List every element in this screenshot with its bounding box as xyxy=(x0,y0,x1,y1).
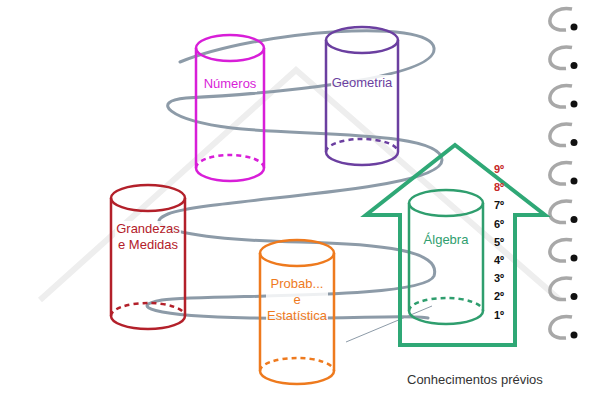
ring-ball xyxy=(571,139,578,146)
ring-arc xyxy=(550,8,572,30)
binding-ring xyxy=(550,124,578,146)
ring-arc xyxy=(550,124,572,146)
cylinder-bottom-back xyxy=(326,139,398,152)
ring-ball xyxy=(571,62,578,69)
ring-ball xyxy=(571,101,578,108)
grade-number: 6º xyxy=(494,218,504,231)
cylinder-bottom-back xyxy=(260,358,334,371)
cylinder-bottom-front xyxy=(260,371,334,384)
cylinder-bottom-front xyxy=(326,152,398,165)
grade-number: 5º xyxy=(494,236,504,249)
binding-ring xyxy=(550,201,578,223)
quantities-cylinder: Grandezas e Medidas xyxy=(109,183,187,331)
grade-number: 9º xyxy=(494,163,504,176)
cylinder-outline xyxy=(109,183,187,331)
ring-ball xyxy=(571,178,578,185)
ring-arc xyxy=(550,201,572,223)
cylinder-bottom-front xyxy=(196,168,264,181)
cylinder-outline xyxy=(324,25,400,167)
cylinder-sides xyxy=(196,48,264,168)
binding-ring xyxy=(550,239,578,261)
cylinder-top xyxy=(409,190,483,216)
ring-arc xyxy=(550,47,572,69)
cylinder-label: Grandezas e Medidas xyxy=(115,221,181,253)
spiral-binding xyxy=(550,8,578,338)
grade-arrow: 9º 8º 7º 6º 5º 4º 3º 2º 1º Álgebra xyxy=(363,142,547,348)
cylinder-top xyxy=(260,240,334,266)
cylinder-outline xyxy=(194,33,266,183)
grade-number: 4º xyxy=(494,254,504,267)
cylinder-label: Álgebra xyxy=(423,232,470,248)
ring-arc xyxy=(550,278,572,300)
probability-cylinder: Probab... e Estatística xyxy=(258,238,336,386)
numbers-cylinder: Números xyxy=(194,33,266,183)
cylinder-bottom-back xyxy=(111,303,185,316)
ring-ball xyxy=(571,216,578,223)
cylinder-sides xyxy=(326,40,398,152)
grade-number: 8º xyxy=(494,181,504,194)
cylinder-outline xyxy=(407,188,485,326)
ring-arc xyxy=(550,239,572,261)
leader-line xyxy=(346,306,432,342)
ring-arc xyxy=(550,85,572,107)
binding-ring xyxy=(550,278,578,300)
cylinder-label: Probab... e Estatística xyxy=(266,276,328,324)
grade-number: 3º xyxy=(494,272,504,285)
binding-ring xyxy=(550,316,578,338)
cylinder-top xyxy=(111,185,185,211)
cylinder-label: Números xyxy=(203,76,258,92)
ring-arc xyxy=(550,316,572,338)
ring-ball xyxy=(571,332,578,339)
cylinder-bottom-front xyxy=(111,316,185,329)
caption-label: Conhecimentos prévios xyxy=(407,372,543,387)
cylinder-sides xyxy=(409,203,483,311)
grade-number: 1º xyxy=(494,309,504,322)
binding-ring xyxy=(550,162,578,184)
cylinder-bottom-back xyxy=(409,298,483,311)
cylinder-bottom-front xyxy=(409,311,483,324)
cylinder-label: Geometria xyxy=(331,75,394,91)
cylinder-top xyxy=(196,35,264,61)
geometry-cylinder: Geometria xyxy=(324,25,400,167)
grade-number: 7º xyxy=(494,199,504,212)
binding-ring xyxy=(550,8,578,30)
cylinder-bottom-back xyxy=(196,155,264,168)
cylinder-top xyxy=(326,27,398,53)
cylinder-sides xyxy=(260,253,334,371)
ring-ball xyxy=(571,255,578,262)
binding-ring xyxy=(550,47,578,69)
ring-arc xyxy=(550,162,572,184)
arrow-shape xyxy=(366,145,545,345)
ring-ball xyxy=(571,293,578,300)
algebra-cylinder: Álgebra xyxy=(407,188,485,326)
ring-ball xyxy=(571,24,578,31)
grade-number: 2º xyxy=(494,290,504,303)
binding-ring xyxy=(550,85,578,107)
cylinder-sides xyxy=(111,198,185,316)
